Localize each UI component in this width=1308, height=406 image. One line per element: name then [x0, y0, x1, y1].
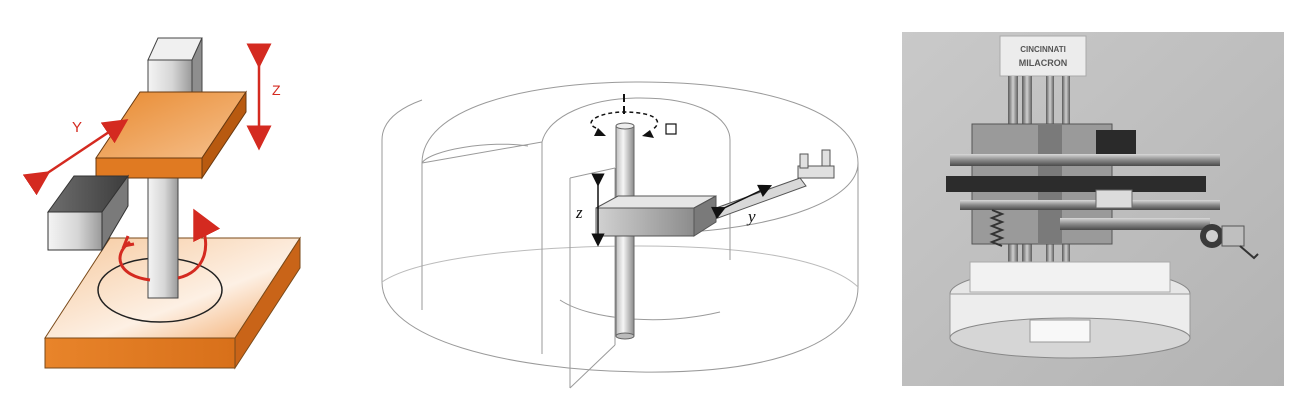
- robot-base: [949, 261, 1191, 359]
- y-axis-label: Y: [72, 119, 82, 136]
- workspace-diagram-panel: z y: [360, 0, 900, 406]
- cylindrical-robot-schematic-panel: Y Z: [0, 0, 330, 406]
- arm-rails: [946, 154, 1220, 230]
- robot-photo: CINCINNATI MILACRON: [902, 32, 1284, 386]
- y-axis-label: y: [746, 207, 756, 226]
- joint-icon: [665, 123, 677, 135]
- z-axis-arrow: Z: [246, 43, 281, 151]
- z-axis-arrow: z: [575, 173, 605, 247]
- z-axis-label: z: [575, 203, 583, 222]
- workspace-diagram: z y: [381, 81, 859, 389]
- z-axis-label: Z: [272, 82, 281, 98]
- brand-line-2: MILACRON: [1019, 58, 1068, 68]
- arm-carriage: [95, 90, 247, 180]
- outer-cylinder: [381, 81, 859, 389]
- brand-line-1: CINCINNATI: [1020, 45, 1066, 54]
- y-axis-arrow: y: [710, 184, 773, 226]
- cylindrical-robot-schematic: Y Z: [22, 37, 301, 370]
- rotation-arrow: [590, 111, 677, 138]
- spring: [989, 209, 1005, 247]
- rotation-arrow: [118, 208, 221, 282]
- y-axis-arrow: Y: [22, 119, 129, 196]
- robot-photo-panel: CINCINNATI MILACRON: [900, 0, 1308, 406]
- gripper: [1200, 224, 1259, 260]
- brand-placard: CINCINNATI MILACRON: [999, 35, 1087, 77]
